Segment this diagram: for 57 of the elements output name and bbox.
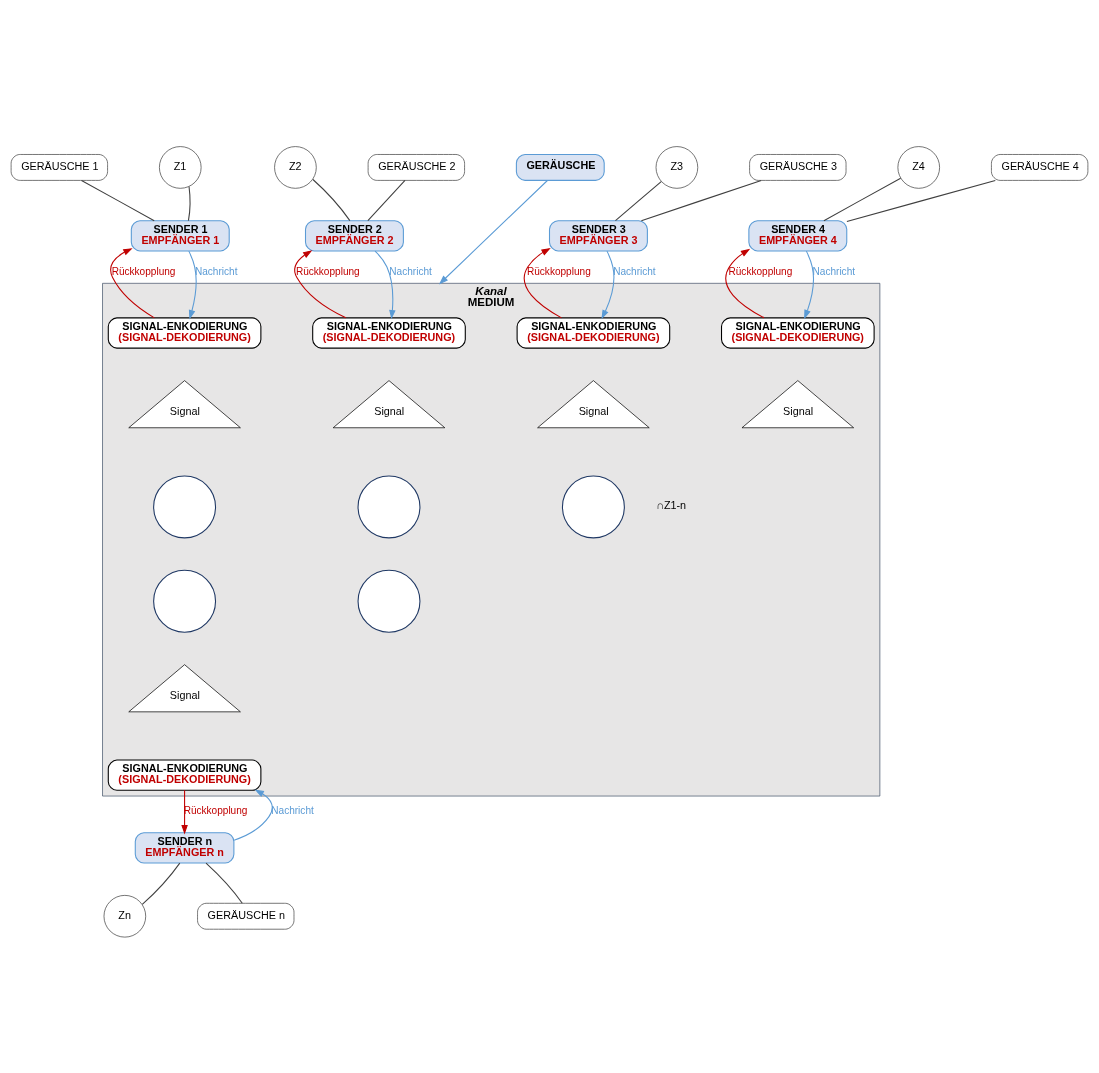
node-circle	[153, 569, 217, 633]
node-circle	[153, 474, 217, 538]
connector	[614, 180, 662, 221]
arrow	[181, 789, 188, 834]
arrow	[523, 247, 563, 318]
connector	[187, 185, 191, 221]
node-box: SENDER 4 EMPFÄNGER 4	[748, 219, 848, 251]
arrow	[601, 250, 615, 319]
node-box: SENDER 2 EMPFÄNGER 2	[304, 219, 404, 251]
edge-label: Nachricht	[271, 804, 314, 816]
label: ∩Z1-n	[656, 498, 687, 511]
node-box: SIGNAL-ENKODIERUNG (SIGNAL-DEKODIERUNG)	[312, 316, 466, 349]
node-circle: Z3	[655, 145, 699, 189]
edge-label: Nachricht	[389, 265, 432, 277]
node-circle: Z4	[897, 145, 940, 189]
node-circle	[357, 569, 421, 633]
arrow	[438, 179, 548, 284]
node-circle	[561, 474, 625, 538]
arrow	[374, 250, 396, 319]
connector	[141, 862, 181, 905]
connector	[312, 178, 351, 221]
connector	[205, 862, 243, 904]
node-box: SIGNAL-ENKODIERUNG (SIGNAL-DEKODIERUNG)	[107, 759, 262, 791]
connector	[80, 179, 155, 221]
arrow	[110, 247, 155, 318]
arrow	[725, 248, 765, 318]
node-box: SENDER 3 EMPFÄNGER 3	[548, 219, 648, 251]
node-box: SIGNAL-ENKODIERUNG (SIGNAL-DEKODIERUNG)	[721, 316, 875, 349]
edge-label: Rückkopplung	[295, 265, 360, 277]
node-circle: Zn	[103, 894, 147, 937]
node-box: GERÄUSCHE 4	[991, 153, 1089, 181]
node-box: GERÄUSCHE	[515, 153, 605, 181]
arrow	[804, 250, 814, 319]
node-box: SIGNAL-ENKODIERUNG (SIGNAL-DEKODIERUNG)	[107, 316, 262, 349]
arrow	[188, 250, 197, 319]
node-box: GERÄUSCHE 2	[367, 153, 465, 181]
node-box: GERÄUSCHE n	[197, 902, 295, 930]
node-circle: Z1	[159, 145, 202, 189]
node-box: SIGNAL-ENKODIERUNG (SIGNAL-DEKODIERUNG)	[516, 316, 671, 349]
arrow	[233, 789, 273, 841]
node-box: GERÄUSCHE 3	[749, 153, 847, 181]
arrow	[294, 249, 347, 318]
edge-label: Rückkopplung	[526, 265, 591, 277]
node-box: GERÄUSCHE 1	[10, 153, 108, 181]
connector	[823, 177, 902, 221]
edge-label: Rückkopplung	[111, 265, 176, 277]
connector	[640, 179, 762, 221]
edge-label: Nachricht	[194, 265, 238, 277]
node-box: SENDER 1 EMPFÄNGER 1	[130, 219, 230, 251]
node-box: SENDER n EMPFÄNGER n	[134, 831, 235, 864]
connector	[846, 179, 996, 222]
node-circle	[357, 474, 421, 538]
edge-label: Nachricht	[812, 265, 856, 277]
edge-label: Nachricht	[613, 265, 656, 277]
node-circle: Z2	[274, 145, 317, 189]
edge-label: Rückkopplung	[728, 265, 793, 277]
connector	[367, 179, 406, 221]
